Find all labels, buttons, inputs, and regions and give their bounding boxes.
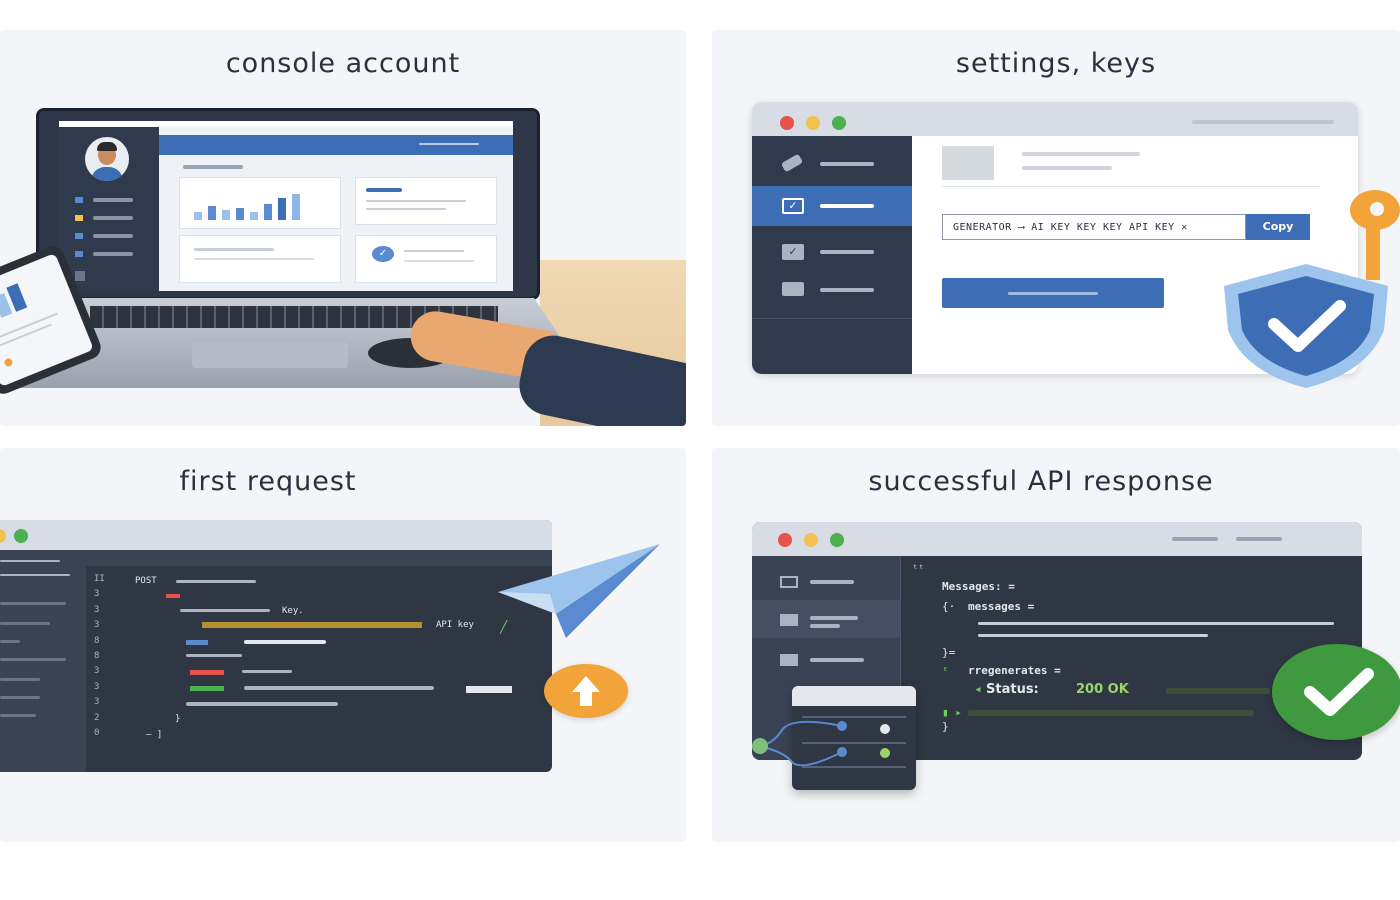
upload-arrow-icon[interactable] [544, 664, 628, 718]
nav-icon [75, 251, 83, 257]
info-card [355, 177, 497, 225]
nav-icon [75, 215, 83, 221]
close-dot[interactable] [778, 533, 792, 547]
settings-sidebar: ✓ ✓ [752, 136, 912, 374]
sidebar-item-other[interactable] [752, 270, 912, 310]
regenerates-key: rregenerates = [968, 664, 1061, 677]
key-token: Key. [282, 606, 304, 616]
panel-settings-keys: settings, keys ✓ ✓ [712, 30, 1400, 426]
nav-icon [75, 233, 83, 239]
messages-key: Messages: = [942, 580, 1015, 593]
maximize-dot[interactable] [832, 116, 846, 130]
minimize-dot[interactable] [804, 533, 818, 547]
panel-console-account: console account [0, 30, 686, 426]
response-window: ᵗᵗ Messages: = {· messages = }= ᵋ rregen… [752, 522, 1362, 760]
dashboard: ✓ [59, 121, 513, 291]
sidebar-item-tools[interactable] [752, 144, 912, 184]
window-titlebar [752, 102, 1358, 136]
box-icon [782, 282, 804, 296]
settings-window: ✓ ✓ GENERATOR ⟶ AI KEY KEY KEY API KEY ✕… [752, 102, 1358, 374]
maximize-dot[interactable] [14, 529, 28, 543]
sidebar-item-mail[interactable] [752, 640, 900, 678]
panel-title: settings, keys [955, 48, 1157, 79]
info-card [179, 235, 341, 283]
avatar-placeholder [942, 146, 994, 180]
folder-icon [780, 576, 798, 588]
minimize-dot[interactable] [0, 529, 6, 543]
sidebar-item-check[interactable]: ✓ [752, 232, 912, 272]
sidebar-item-folder[interactable] [752, 562, 900, 600]
maximize-dot[interactable] [830, 533, 844, 547]
dashboard-sidebar [59, 127, 159, 291]
mail-icon [780, 654, 798, 666]
method-label: POST [135, 576, 157, 586]
window-titlebar [752, 522, 1362, 556]
edit-icon [780, 614, 798, 626]
checkbox-icon: ✓ [782, 198, 804, 214]
info-card: ✓ [355, 235, 497, 283]
messages-array: messages = [968, 600, 1035, 613]
checkbox-icon: ✓ [782, 244, 804, 260]
dashboard-topbar [59, 121, 513, 127]
success-check-icon [1272, 644, 1400, 740]
minimize-dot[interactable] [806, 116, 820, 130]
paper-plane-icon [494, 540, 664, 640]
editor-tabbar [86, 550, 552, 566]
panel-api-response: successful API response ᵗᵗ [712, 448, 1400, 842]
sidebar-item-keys[interactable]: ✓ [752, 186, 912, 226]
panel-title: console account [225, 48, 461, 79]
laptop-screen: ✓ [36, 108, 540, 300]
avatar [85, 137, 129, 181]
panel-title: first request [179, 466, 357, 497]
close-dot[interactable] [780, 116, 794, 130]
status-value: 200 OK [1076, 682, 1129, 697]
generate-key-button[interactable] [942, 278, 1164, 308]
file-tree [0, 550, 86, 772]
api-key-token: API key [436, 620, 474, 630]
highlighted-token [202, 622, 422, 628]
send-button[interactable] [466, 686, 512, 693]
dashboard-header [159, 135, 513, 155]
sidebar-item-edit[interactable] [752, 600, 900, 638]
editor-titlebar [0, 520, 552, 550]
check-circle-icon: ✓ [372, 246, 394, 262]
key-icon [1350, 190, 1400, 280]
status-key: Status: [986, 682, 1039, 697]
nav-icon [75, 197, 83, 203]
wrench-icon [780, 153, 804, 173]
server-icon [752, 686, 918, 796]
api-key-field[interactable]: GENERATOR ⟶ AI KEY KEY KEY API KEY ✕ [942, 214, 1246, 240]
check-mark-icon: ╱ [500, 620, 508, 634]
copy-button[interactable]: Copy [1246, 214, 1310, 240]
bar-chart-card [179, 177, 341, 229]
shield-check-icon [1218, 260, 1394, 390]
nav-icon [75, 271, 85, 281]
panel-title: successful API response [868, 466, 1214, 497]
